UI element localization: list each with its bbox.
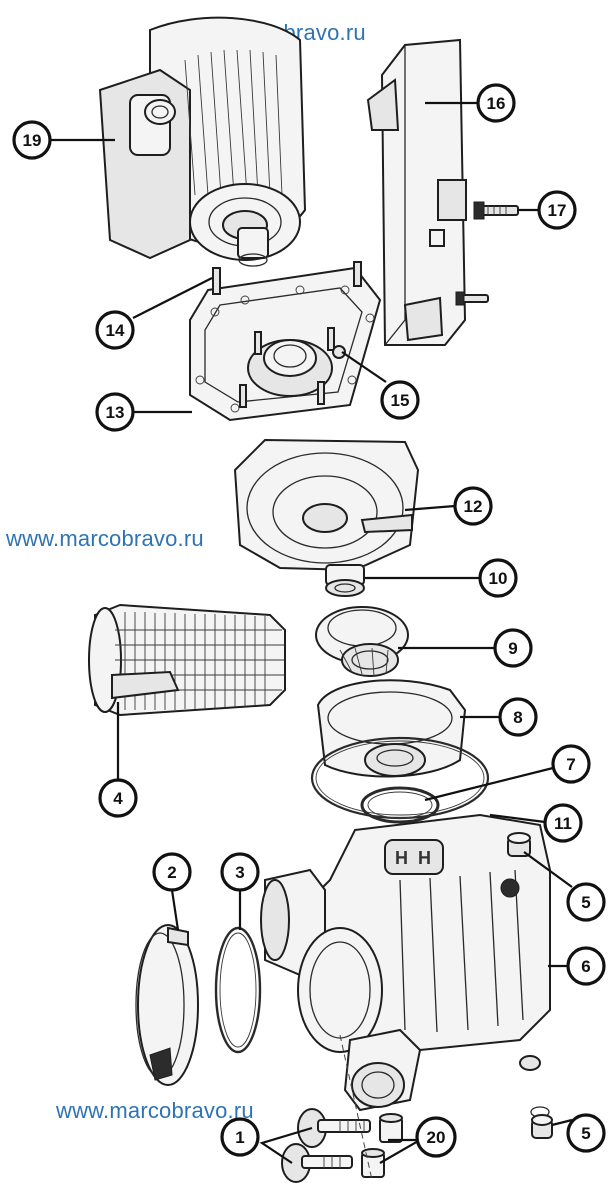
callout-7: 7 <box>551 744 591 784</box>
screw-part-17 <box>455 201 519 306</box>
svg-text:9: 9 <box>508 639 517 658</box>
callout-16: 16 <box>476 83 516 123</box>
pump-housing-part-6: H H <box>260 813 551 1112</box>
svg-text:20: 20 <box>427 1128 446 1147</box>
nozzle-part-10 <box>325 564 365 597</box>
base-plate-part-16 <box>366 38 467 346</box>
callout-19: 19 <box>12 120 52 160</box>
callout-12: 12 <box>453 486 493 526</box>
drain-plug-part-5-lower <box>530 1106 553 1139</box>
callout-5-upper: 5 <box>566 882 606 922</box>
callout-11: 11 <box>543 803 583 843</box>
callout-9: 9 <box>493 628 533 668</box>
svg-text:3: 3 <box>235 863 244 882</box>
callout-6: 6 <box>566 946 606 986</box>
motor-part-19 <box>98 16 307 267</box>
strainer-basket-part-4 <box>88 603 286 717</box>
callout-3: 3 <box>220 852 260 892</box>
svg-text:5: 5 <box>581 1124 590 1143</box>
knob-part-1-lower <box>281 1143 353 1183</box>
assembly-axis-line <box>339 1034 373 1181</box>
callout-15: 15 <box>380 380 420 420</box>
drain-plug-part-5-upper <box>507 832 531 857</box>
svg-text:H: H <box>418 848 431 868</box>
svg-text:7: 7 <box>566 755 575 774</box>
callout-17: 17 <box>537 190 577 230</box>
lid-part-2 <box>135 924 199 1086</box>
callout-10: 10 <box>478 558 518 598</box>
svg-text:6: 6 <box>581 957 590 976</box>
svg-text:8: 8 <box>513 708 522 727</box>
callout-13: 13 <box>95 392 135 432</box>
svg-text:2: 2 <box>167 863 176 882</box>
diffuser-part-12 <box>233 438 420 572</box>
callout-8: 8 <box>498 697 538 737</box>
svg-text:5: 5 <box>581 893 590 912</box>
svg-text:15: 15 <box>391 391 410 410</box>
svg-text:16: 16 <box>487 94 506 113</box>
callout-2: 2 <box>152 852 192 892</box>
o-ring-part-3 <box>214 926 262 1054</box>
volute-cover-part-8 <box>316 679 467 778</box>
svg-text:1: 1 <box>235 1128 244 1147</box>
callout-14: 14 <box>95 310 135 350</box>
o-ring-part-7 <box>360 786 440 824</box>
svg-text:14: 14 <box>106 321 125 340</box>
callout-4: 4 <box>98 778 138 818</box>
insert-part-20-upper <box>379 1113 403 1143</box>
svg-text:10: 10 <box>489 569 508 588</box>
watermark-bottom: www.marcobravo.ru <box>56 1098 254 1123</box>
impeller-part-9 <box>315 606 409 677</box>
svg-text:H: H <box>395 848 408 868</box>
leader-lines <box>50 101 573 1164</box>
insert-part-20-lower <box>361 1148 385 1178</box>
svg-text:11: 11 <box>554 814 572 833</box>
svg-text:4: 4 <box>113 789 123 808</box>
watermark-middle: www.marcobravo.ru <box>6 526 204 551</box>
svg-text:17: 17 <box>548 201 567 220</box>
svg-text:12: 12 <box>464 497 483 516</box>
svg-text:19: 19 <box>23 131 42 150</box>
callout-20: 20 <box>415 1116 457 1158</box>
callout-1: 1 <box>220 1117 260 1157</box>
studs-part-14-15 <box>212 261 362 408</box>
seal-plate-part-13 <box>189 266 382 422</box>
svg-text:13: 13 <box>106 403 125 422</box>
callout-5-lower: 5 <box>566 1113 606 1153</box>
